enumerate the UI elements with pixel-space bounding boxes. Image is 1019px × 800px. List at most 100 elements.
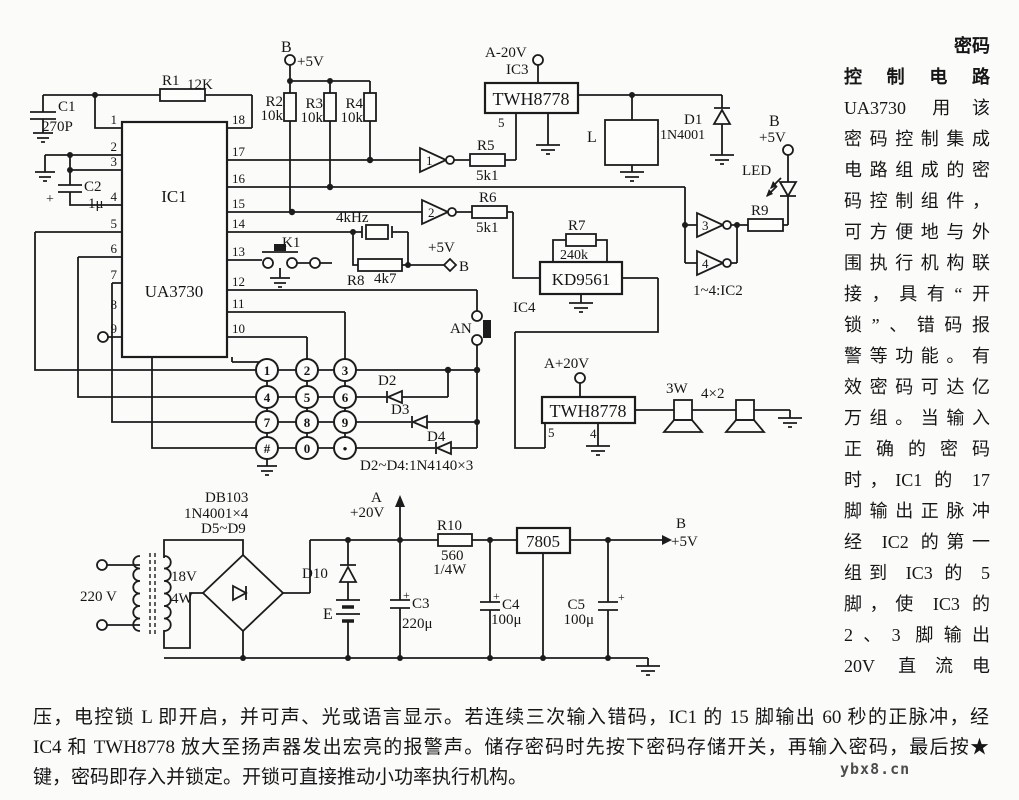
gate4-bubble <box>722 258 732 268</box>
resistor-r3 <box>323 92 337 122</box>
diode-d4 <box>434 440 452 456</box>
ic1-pin-5: 5 <box>111 216 118 231</box>
label-c2-value: 1μ <box>88 196 104 212</box>
keypad-key-label-7: 7 <box>264 415 271 430</box>
footer-line: 键，密码即存入并锁定。开锁可直接推动小功率执行机构。 <box>33 767 528 788</box>
wires-left <box>30 94 477 476</box>
label-c4-value: 100μ <box>491 612 522 628</box>
keypad-key-1 <box>255 358 279 382</box>
sidebar-line: 效密码可达亿 <box>844 377 990 397</box>
sidebar-line: UA3730 用该 <box>844 98 990 118</box>
label-lock: L <box>587 129 597 146</box>
label-mains: 220 V <box>80 589 117 605</box>
resistor-r1 <box>159 88 206 102</box>
label-r3: R3 <box>305 96 323 112</box>
keypad-key-# <box>255 436 279 460</box>
label-ic1-part: UA3730 <box>145 282 204 301</box>
label-r10: R10 <box>437 518 462 534</box>
label-ic1: IC1 <box>161 187 187 206</box>
terminal-a-plus20v <box>574 372 586 384</box>
label-c1-value: 270P <box>42 119 73 135</box>
mains-terminal-bottom <box>96 619 108 631</box>
ic1-body <box>120 120 229 359</box>
speaker2-cone <box>724 419 766 433</box>
label-r1: R1 <box>162 73 180 89</box>
keypad-key-label-1: 1 <box>264 363 271 378</box>
an-contact-top <box>471 310 483 322</box>
label-r10-value: 560 <box>441 548 464 564</box>
label-c3-value: 220μ <box>402 616 433 632</box>
speaker1-cone <box>662 419 704 433</box>
transformer-core <box>149 553 156 637</box>
label-bridge: DB103 <box>205 490 248 506</box>
terminal-b-5v-led <box>782 144 794 156</box>
label-r1-value: 12K <box>187 77 213 93</box>
label-d2-d4-value: D2~D4:1N4140×3 <box>360 458 473 474</box>
sidebar-line: 经 IC2 的第一 <box>844 532 990 552</box>
label-an: AN <box>450 321 472 337</box>
ic1-pin-6: 6 <box>111 241 118 256</box>
ic1-pin-11: 11 <box>232 296 245 311</box>
label-r9: R9 <box>751 203 769 219</box>
label-r4-value: 10k <box>341 110 364 126</box>
label-c4-plus: + <box>493 589 500 603</box>
speaker1-symbol <box>673 399 693 421</box>
inverter-gate3 <box>696 211 726 239</box>
keypad-key-label-4: 4 <box>264 390 271 405</box>
label-r7: R7 <box>568 218 586 234</box>
sidebar-line: 可方便地与外 <box>844 222 990 242</box>
label-d10: D10 <box>302 566 328 582</box>
label-twh2-part: TWH8778 <box>550 401 627 421</box>
label-rail-a-v: +20V <box>350 505 384 521</box>
led-symbol <box>778 181 798 198</box>
ic1-pin-15: 15 <box>232 196 245 211</box>
an-button-cap <box>483 320 491 338</box>
label-gate2: 2 <box>428 205 435 220</box>
label-term-b-top: B <box>281 39 292 56</box>
keypad-key-7 <box>255 410 279 434</box>
keypad-key-5 <box>295 385 319 409</box>
keypad-key-label-6: 6 <box>342 390 349 405</box>
terminal-a-20v <box>532 54 544 66</box>
resistor-r8 <box>357 258 403 272</box>
plus5v-out-arrow <box>662 535 672 545</box>
label-c3: C3 <box>412 596 430 612</box>
sidebar-line: 密码控制集成 <box>844 129 990 149</box>
ic1-pin-1: 1 <box>111 112 118 127</box>
keypad-key-4 <box>255 385 279 409</box>
label-reg-part: 7805 <box>526 532 560 551</box>
ic1-pin-9: 9 <box>111 321 118 336</box>
label-d3: D3 <box>391 402 409 418</box>
sidebar-line: 2、3 脚输出 <box>844 625 990 645</box>
watermark: ybx8.cn <box>840 760 911 778</box>
label-gate1: 1 <box>426 153 433 168</box>
label-term-b-mid: B <box>459 259 469 275</box>
sidebar-line: 20V 直流电 <box>844 656 990 676</box>
keypad-key-6 <box>333 385 357 409</box>
sidebar-line: 正确的密码 <box>844 439 990 459</box>
label-ic3-pin5: 5 <box>498 115 505 130</box>
label-c3-plus: + <box>403 588 410 602</box>
diode-d2 <box>385 389 403 405</box>
label-ic4: IC4 <box>513 300 536 316</box>
label-spk-config: 4×2 <box>701 386 724 402</box>
k1-contact-left <box>262 257 274 269</box>
inverter-gate4 <box>696 249 726 277</box>
label-gate4: 4 <box>702 256 709 271</box>
mains-terminal-top <box>96 559 108 571</box>
lock-symbol <box>604 119 659 166</box>
keypad-key-label-5: 5 <box>304 390 311 405</box>
resistor-r6 <box>471 205 508 219</box>
label-r3-value: 10k <box>301 110 324 126</box>
label-term-b-led-v: +5V <box>759 130 786 146</box>
resistor-r9 <box>747 218 784 232</box>
keypad-key-0 <box>295 436 319 460</box>
label-c5-value: 100μ <box>563 612 594 628</box>
keypad-key-label-8: 8 <box>304 415 311 430</box>
keypad-key-label-3: 3 <box>342 363 349 378</box>
label-d4: D4 <box>427 429 446 445</box>
keypad-key-9 <box>333 410 357 434</box>
sidebar-line: 脚输出正脉冲 <box>844 501 990 521</box>
label-out-b: B <box>676 516 686 532</box>
label-ic4-part: KD9561 <box>552 270 611 289</box>
